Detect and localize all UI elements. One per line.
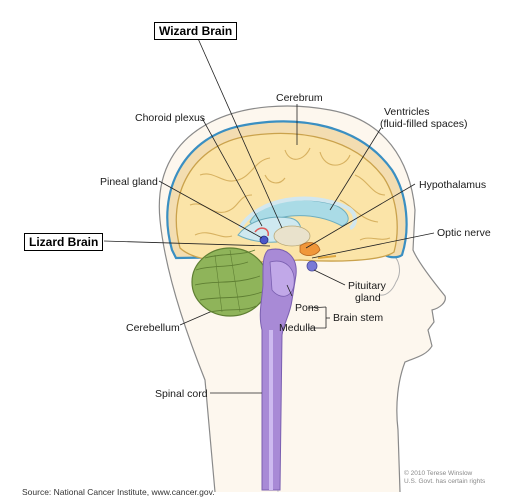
corpus-callosum — [238, 196, 357, 230]
pons-label: Pons — [295, 302, 319, 314]
spinal-cord-label: Spinal cord — [155, 388, 208, 400]
pituitary-sublabel: gland — [355, 292, 381, 304]
medulla-label: Medulla — [279, 322, 316, 334]
cerebrum-label: Cerebrum — [276, 92, 323, 104]
wizard-brain-label: Wizard Brain — [154, 22, 238, 40]
lizard-brain-label: Lizard Brain — [24, 233, 104, 251]
ventricles-sublabel: (fluid-filled spaces) — [380, 118, 468, 130]
copyright-line-2: U.S. Govt. has certain rights — [404, 478, 486, 485]
hypothalamus-label: Hypothalamus — [419, 179, 487, 191]
choroid-plexus-shape — [254, 227, 269, 237]
pituitary-shape — [306, 260, 318, 272]
hypothalamus-shape — [299, 242, 321, 256]
copyright-notice: © 2010 Terese Winslow U.S. Govt. has cer… — [404, 470, 485, 486]
optic-nerve-label: Optic nerve — [437, 227, 491, 239]
brain-stem-label: Brain stem — [333, 312, 384, 324]
cerebellum-folds — [194, 249, 263, 313]
pituitary-label: Pituitary — [348, 280, 386, 292]
leader-lines — [103, 33, 435, 394]
source-caption: Source: National Cancer Institute, www.c… — [22, 487, 215, 497]
pineal-gland-label: Pineal gland — [100, 176, 158, 188]
optic-nerve-shape — [317, 255, 337, 259]
copyright-line-1: © 2010 Terese Winslow — [404, 470, 473, 477]
ventricles-label: Ventricles — [384, 106, 430, 118]
choroid-plexus-label: Choroid plexus — [135, 112, 206, 124]
thalamus — [273, 225, 311, 247]
gyri-folds — [189, 147, 391, 241]
cerebellum-label: Cerebellum — [126, 322, 180, 334]
